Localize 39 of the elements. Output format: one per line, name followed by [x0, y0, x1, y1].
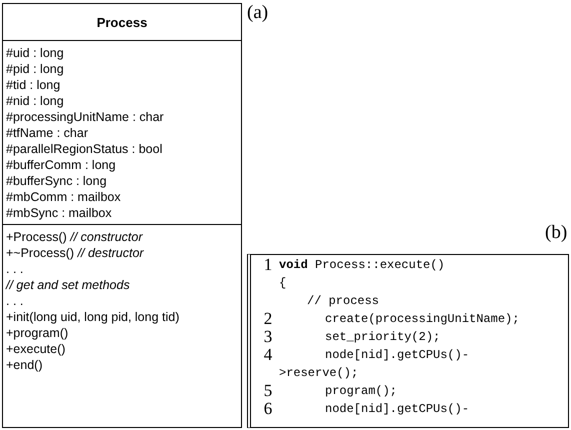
line-number: 3 — [262, 328, 274, 346]
method-text: +init(long uid, long pid, long tid) — [6, 309, 180, 325]
attribute-text: #nid : long — [6, 93, 64, 109]
code-line: program(); — [324, 383, 398, 400]
panel-label: (a) — [247, 2, 268, 24]
attribute-text: #bufferSync : long — [6, 173, 107, 189]
attribute-text: #mbSync : mailbox — [6, 205, 112, 221]
method-text: +Process() // constructor — [6, 229, 143, 245]
attribute-text: #tfName : char — [6, 125, 88, 141]
method-text: +~Process() // destructor — [6, 245, 144, 261]
method-text: . . . — [6, 261, 24, 277]
class-box — [2, 3, 242, 428]
line-number: 4 — [262, 346, 274, 364]
code-line: void Process::execute() — [279, 257, 445, 274]
line-number: 6 — [262, 400, 274, 418]
code-listing-panel — [247, 254, 569, 428]
line-number: 2 — [262, 310, 274, 328]
panel-label: (b) — [545, 222, 568, 244]
line-number: 5 — [262, 382, 274, 400]
code-line: create(processingUnitName); — [324, 311, 520, 328]
attribute-text: #pid : long — [6, 61, 64, 77]
attribute-text: #uid : long — [6, 45, 64, 61]
attribute-text: #tid : long — [6, 77, 60, 93]
method-text: // get and set methods — [6, 277, 130, 293]
code-line: node[nid].getCPUs()->reserve(); — [279, 347, 470, 382]
code-line: set_priority(2); — [324, 329, 440, 346]
method-text: +end() — [6, 357, 42, 373]
class-name: Process — [96, 14, 148, 30]
code-line: { — [279, 275, 286, 292]
attribute-text: #mbComm : mailbox — [6, 189, 121, 205]
code-line: node[nid].getCPUs()- — [324, 401, 470, 418]
method-text: +execute() — [6, 341, 66, 357]
method-text: . . . — [6, 293, 24, 309]
line-number: 1 — [262, 256, 274, 274]
attribute-text: #parallelRegionStatus : bool — [6, 141, 162, 157]
attribute-text: #processingUnitName : char — [6, 109, 164, 125]
method-text: +program() — [6, 325, 68, 341]
code-comment: // process — [306, 293, 380, 310]
attribute-text: #bufferComm : long — [6, 157, 116, 173]
